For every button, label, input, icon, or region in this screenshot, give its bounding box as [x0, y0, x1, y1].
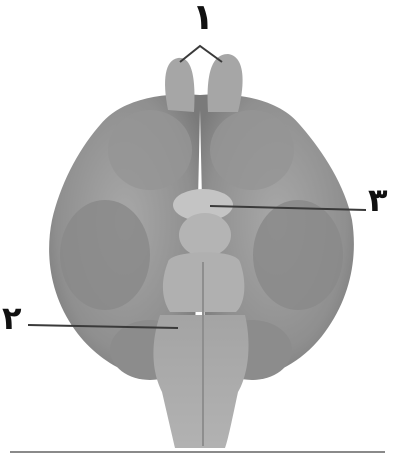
- label-2: ٢: [2, 302, 22, 334]
- right-frontal-lobe: [210, 110, 294, 190]
- label-1: ١: [192, 0, 214, 36]
- left-olfactory-bulb: [165, 58, 194, 112]
- brainstem-medulla: [153, 315, 248, 448]
- right-temporal-lobe: [253, 200, 343, 310]
- left-frontal-lobe: [108, 110, 192, 190]
- right-olfactory-bulb: [208, 54, 243, 112]
- leader-line-1: [180, 46, 222, 62]
- label-3: ٣: [368, 184, 388, 216]
- pituitary-region: [179, 213, 231, 257]
- left-temporal-lobe: [60, 200, 150, 310]
